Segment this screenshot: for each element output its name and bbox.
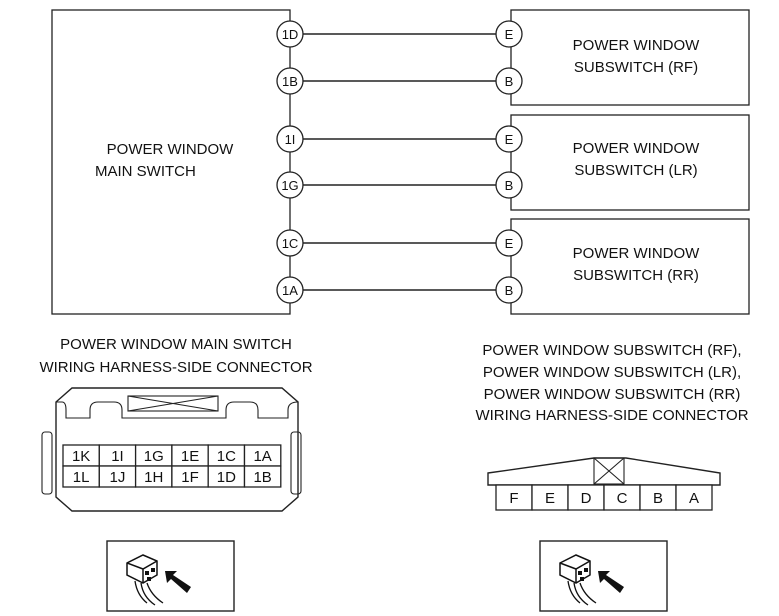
svg-text:1K: 1K	[72, 448, 90, 465]
pin-1g: 1G	[276, 171, 304, 199]
main-connector-top-profile	[56, 401, 299, 419]
main-switch-label-2: MAIN SWITCH	[95, 163, 196, 180]
main-pins: 1D 1B 1I 1G 1C 1A	[276, 20, 304, 304]
connector-cell: F	[495, 484, 533, 511]
svg-text:1C: 1C	[282, 236, 299, 251]
main-connector-caption-1: POWER WINDOW MAIN SWITCH	[60, 336, 292, 353]
connector-cell: 1I	[98, 444, 137, 467]
connector-cell: 1D	[207, 465, 246, 488]
main-switch-outline	[51, 9, 291, 315]
svg-text:1D: 1D	[282, 27, 299, 42]
main-switch-label-1: POWER WINDOW	[107, 141, 234, 158]
svg-text:1I: 1I	[285, 132, 296, 147]
sub-connector-caption-3: POWER WINDOW SUBSWITCH (RR)	[484, 386, 741, 403]
svg-text:E: E	[505, 236, 514, 251]
sub-connector-caption-2: POWER WINDOW SUBSWITCH (LR),	[483, 364, 741, 381]
connector-cell: 1K	[62, 444, 100, 467]
connector-cell: A	[675, 484, 713, 511]
connector-cell: 1L	[62, 465, 100, 488]
svg-text:1F: 1F	[181, 469, 199, 486]
sub-connector-caption-4: WIRING HARNESS-SIDE CONNECTOR	[475, 407, 748, 424]
svg-text:1J: 1J	[110, 469, 126, 486]
connector-cell: B	[639, 484, 677, 511]
svg-text:1B: 1B	[253, 469, 271, 486]
pin-1a: 1A	[276, 276, 304, 304]
sub-connector-caption-1: POWER WINDOW SUBSWITCH (RF),	[482, 342, 741, 359]
pin-1c: 1C	[276, 229, 304, 257]
svg-text:1D: 1D	[217, 469, 236, 486]
subswitch-rf-label-1: POWER WINDOW	[573, 37, 700, 54]
svg-text:E: E	[505, 132, 514, 147]
pin-1d: 1D	[276, 20, 304, 48]
subswitch-rr-label-1: POWER WINDOW	[573, 245, 700, 262]
pin-rr-b: B	[495, 276, 523, 304]
subswitch-lr-label-1: POWER WINDOW	[573, 140, 700, 157]
main-switch-box: POWER WINDOW MAIN SWITCH	[51, 9, 291, 315]
main-connector-latch	[127, 395, 219, 412]
subswitch-rf-label-2: SUBSWITCH (RF)	[574, 59, 698, 76]
svg-text:D: D	[581, 490, 592, 507]
pin-rr-e: E	[495, 229, 523, 257]
main-connector-right-guide	[290, 431, 302, 495]
main-connector-shell	[55, 387, 299, 512]
pin-rf-b: B	[495, 67, 523, 95]
svg-text:A: A	[689, 490, 699, 507]
svg-text:E: E	[505, 27, 514, 42]
svg-text:B: B	[505, 74, 514, 89]
pin-1i: 1I	[276, 125, 304, 153]
sub-connector-latch	[593, 457, 625, 485]
svg-text:B: B	[653, 490, 663, 507]
svg-text:B: B	[505, 178, 514, 193]
connector-cell: 1C	[207, 444, 246, 467]
subswitch-rr-box: POWER WINDOW SUBSWITCH (RR)	[510, 218, 750, 315]
connector-view-icon	[106, 540, 235, 612]
connector-cell: C	[603, 484, 641, 511]
svg-text:1L: 1L	[73, 469, 90, 486]
subswitch-lr-label-2: SUBSWITCH (LR)	[574, 162, 697, 179]
svg-text:1A: 1A	[282, 283, 298, 298]
pin-rf-e: E	[495, 20, 523, 48]
svg-text:1A: 1A	[253, 448, 271, 465]
connector-cell: 1B	[243, 465, 282, 488]
connector-cell: 1H	[134, 465, 173, 488]
sub-pins: E B E B E B	[495, 20, 523, 304]
svg-text:F: F	[509, 490, 518, 507]
connector-cell: 1A	[243, 444, 282, 467]
svg-text:B: B	[505, 283, 514, 298]
subswitch-lr-box: POWER WINDOW SUBSWITCH (LR)	[510, 114, 750, 211]
svg-text:C: C	[617, 490, 628, 507]
svg-text:1G: 1G	[281, 178, 298, 193]
subswitch-rr-label-2: SUBSWITCH (RR)	[573, 267, 699, 284]
connector-cell: D	[567, 484, 605, 511]
connector-view-icon	[539, 540, 668, 612]
main-connector: 1K 1I 1G 1E 1C 1A 1L 1J 1H 1F 1D 1B	[41, 387, 302, 512]
pin-lr-e: E	[495, 125, 523, 153]
svg-text:1B: 1B	[282, 74, 298, 89]
svg-text:1E: 1E	[181, 448, 199, 465]
main-connector-caption-2: WIRING HARNESS-SIDE CONNECTOR	[39, 359, 312, 376]
connector-cell: 1F	[171, 465, 209, 488]
connector-cell: 1G	[134, 444, 173, 467]
svg-text:E: E	[545, 490, 555, 507]
connector-cell: E	[531, 484, 569, 511]
svg-text:1G: 1G	[144, 448, 164, 465]
connector-cell: 1J	[98, 465, 137, 488]
svg-text:1H: 1H	[144, 469, 163, 486]
connector-cell: 1E	[171, 444, 209, 467]
svg-text:1I: 1I	[111, 448, 124, 465]
wires	[303, 33, 496, 291]
svg-text:1C: 1C	[217, 448, 236, 465]
pin-lr-b: B	[495, 171, 523, 199]
pin-1b: 1B	[276, 67, 304, 95]
main-connector-left-guide	[41, 431, 53, 495]
subswitch-rf-box: POWER WINDOW SUBSWITCH (RF)	[510, 9, 750, 106]
sub-connector-shell	[487, 457, 721, 486]
